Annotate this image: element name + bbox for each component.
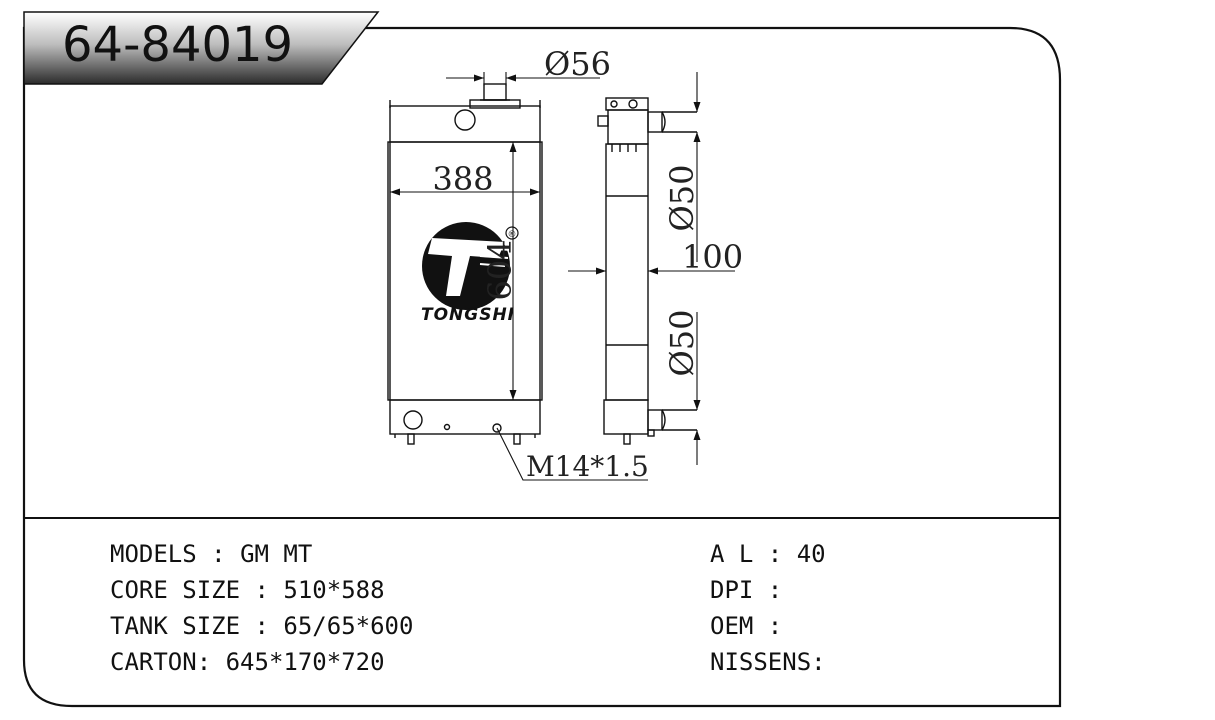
spec-core-size: CORE SIZE : 510*588	[110, 576, 385, 604]
outer-frame	[22, 26, 1062, 708]
front-view	[387, 83, 543, 445]
part-number: 64-84019	[62, 17, 293, 73]
dim-inlet-pipe: Ø50	[663, 165, 701, 232]
spec-tank-size: TANK SIZE : 65/65*600	[110, 612, 413, 640]
dim-depth: 100	[682, 238, 743, 276]
spec-nissens: NISSENS:	[710, 648, 826, 676]
spec-carton: CARTON: 645*170*720	[110, 648, 385, 676]
spec-models: MODELS : GM MT	[110, 540, 312, 568]
brand-name: TONGSHI	[421, 305, 515, 325]
dim-drain-plug: M14*1.5	[526, 450, 649, 483]
spec-table-right: A L : 40 DPI : OEM : NISSENS:	[710, 540, 826, 676]
spec-oem: OEM :	[710, 612, 782, 640]
brand-logo: TONGSHI ®	[421, 222, 519, 325]
side-view	[597, 97, 697, 445]
dim-width: 388	[432, 160, 493, 198]
dim-filler-neck: Ø56	[544, 45, 611, 83]
spec-table-left: MODELS : GM MT CORE SIZE : 510*588 TANK …	[110, 540, 413, 676]
part-number-tab	[23, 11, 380, 85]
registered-mark-icon: ®	[508, 230, 517, 240]
front-dimensions	[390, 72, 648, 481]
spec-dpi: DPI :	[710, 576, 782, 604]
dim-outlet-pipe: Ø50	[663, 310, 701, 377]
spec-al: A L : 40	[710, 540, 826, 568]
side-dimensions	[568, 72, 735, 465]
dim-height: 604	[481, 239, 519, 300]
